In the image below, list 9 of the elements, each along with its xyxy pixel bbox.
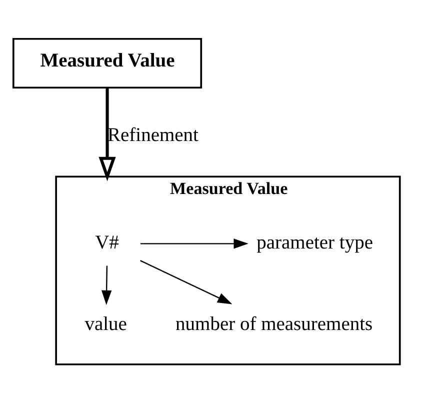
arrow (98, 87, 116, 181)
node-text: V# (95, 232, 119, 253)
arrow (140, 260, 232, 304)
node-box: Measured Value (12, 37, 202, 88)
node-text: number of measurements (176, 313, 373, 334)
arrow (101, 265, 112, 305)
node-text: value (84, 313, 127, 334)
arrow (140, 238, 248, 248)
node-text: parameter type (256, 232, 373, 253)
